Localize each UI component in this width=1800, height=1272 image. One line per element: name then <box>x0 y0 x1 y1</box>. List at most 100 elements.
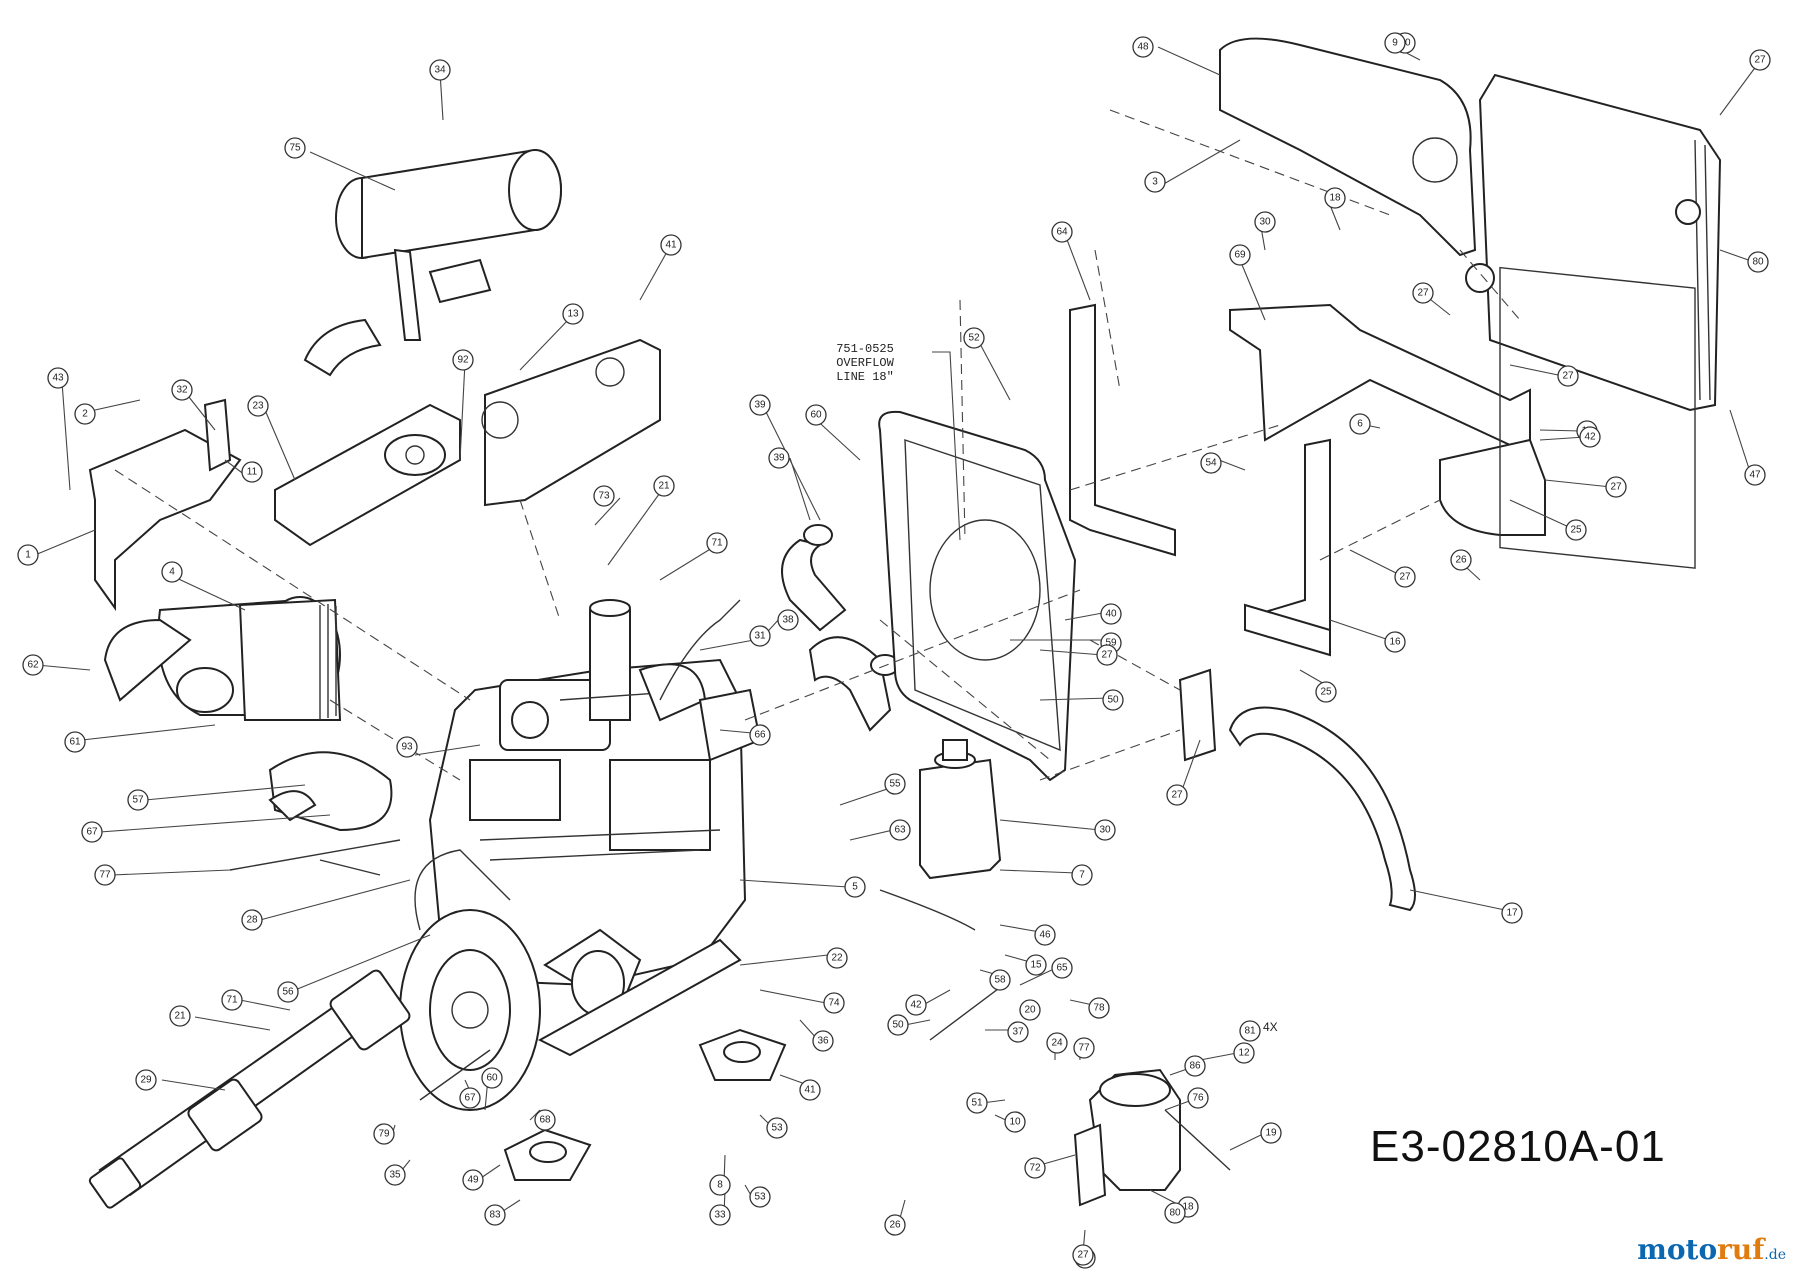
throttle-cable[interactable] <box>229 599 1011 1101</box>
callout-circle <box>1239 1020 1261 1042</box>
callout-c59: 3 <box>1144 171 1166 193</box>
callout-circle <box>1164 1202 1186 1224</box>
drive-shaft[interactable] <box>88 968 411 1209</box>
callout-circle <box>384 1164 406 1186</box>
callout-circle <box>799 1079 821 1101</box>
callout-circle <box>1034 924 1056 946</box>
muffler[interactable] <box>303 148 562 377</box>
callout-c9: 92 <box>452 349 474 371</box>
bracket-7[interactable] <box>1178 668 1217 762</box>
callout-c69: 54 <box>1200 452 1222 474</box>
callout-circle <box>74 403 96 425</box>
callout-c76: 16 <box>1384 631 1406 653</box>
callout-c12: 4 <box>161 561 183 583</box>
starter-motor[interactable] <box>543 928 642 1016</box>
top-shroud-plate[interactable] <box>1219 37 1477 257</box>
callout-c105: 80 <box>1164 1202 1186 1224</box>
callout-circle <box>1132 36 1154 58</box>
callout-circle <box>966 1092 988 1114</box>
callout-c92: 77 <box>1073 1037 1095 1059</box>
callout-label: 53 <box>771 1123 783 1134</box>
callout-c31: 74 <box>823 992 845 1014</box>
callout-circle <box>766 1117 788 1139</box>
callout-c10: 13 <box>562 303 584 325</box>
callout-c16: 67 <box>81 821 103 843</box>
air-intake-hose[interactable] <box>268 751 393 832</box>
callout-label: 56 <box>282 987 294 998</box>
callout-circle <box>22 654 44 676</box>
callout-c11: 41 <box>660 234 682 256</box>
callout-c98: 51 <box>966 1092 988 1114</box>
callout-circle <box>562 303 584 325</box>
callout-label: 29 <box>140 1075 152 1086</box>
callout-c46: 33 <box>709 1204 731 1226</box>
engine-mount-front[interactable] <box>698 1028 787 1081</box>
callout-circle <box>1384 32 1406 54</box>
radiator-support-bracket-right[interactable] <box>1244 438 1331 657</box>
callout-c84: 46 <box>1034 924 1056 946</box>
callout-circle <box>963 327 985 349</box>
air-cleaner[interactable] <box>103 596 342 721</box>
engine-mount-plate[interactable] <box>537 938 742 1057</box>
callout-circle <box>1233 1042 1255 1064</box>
callout-label: 27 <box>1171 790 1183 801</box>
callout-label: 27 <box>1077 1250 1089 1261</box>
callout-label: 13 <box>567 309 579 320</box>
callout-label: 12 <box>1238 1048 1250 1059</box>
callout-c83: 7 <box>1071 864 1093 886</box>
callout-circle <box>1254 211 1276 233</box>
callout-circle <box>1071 864 1093 886</box>
callout-label: 34 <box>434 65 446 76</box>
heat-shield-left[interactable] <box>88 398 242 612</box>
callout-c6: 11 <box>241 461 263 483</box>
muffler-bracket[interactable] <box>274 403 461 547</box>
callout-label: 2 <box>82 409 88 420</box>
callout-circle <box>1605 476 1627 498</box>
callout-label: 21 <box>658 481 670 492</box>
callout-label: 81 <box>1244 1026 1256 1037</box>
callout-circle <box>1315 681 1337 703</box>
callout-label: 72 <box>1029 1163 1041 1174</box>
callout-label: 15 <box>1030 960 1042 971</box>
engine-block[interactable] <box>428 599 762 987</box>
callout-c42: 35 <box>384 1164 406 1186</box>
fan-shroud[interactable] <box>878 410 1077 782</box>
callout-circle <box>221 989 243 1011</box>
callout-c64: 80 <box>1747 251 1769 273</box>
radiator-lower-shroud[interactable] <box>1229 303 1546 536</box>
callout-c86: 15 <box>1025 954 1047 976</box>
callout-c41: 79 <box>373 1123 395 1145</box>
fuel-filter[interactable] <box>1073 1068 1231 1207</box>
callout-label: 40 <box>1105 609 1117 620</box>
radiator[interactable] <box>1465 73 1722 569</box>
flywheel[interactable] <box>399 849 541 1111</box>
callout-label: 65 <box>1056 963 1068 974</box>
callout-circle <box>1260 1122 1282 1144</box>
callout-c26: 66 <box>749 724 771 746</box>
callout-label: 71 <box>226 995 238 1006</box>
lower-radiator-hose[interactable] <box>808 636 900 732</box>
callout-c22: 21 <box>653 475 675 497</box>
callout-c73: 25 <box>1565 519 1587 541</box>
callout-label: 78 <box>1093 1003 1105 1014</box>
callout-label: 64 <box>1056 227 1068 238</box>
engine-mount-rear[interactable] <box>503 1128 592 1181</box>
callout-circle <box>1088 997 1110 1019</box>
callout-label: 68 <box>539 1115 551 1126</box>
coolant-overflow-tank[interactable] <box>919 739 1002 880</box>
radiator-hose-long[interactable] <box>1228 706 1416 912</box>
callout-c44: 83 <box>484 1204 506 1226</box>
callout-circle <box>429 59 451 81</box>
callout-label: 67 <box>86 827 98 838</box>
callout-label: 86 <box>1189 1061 1201 1072</box>
callout-circle <box>247 395 269 417</box>
heat-shield-center[interactable] <box>481 338 661 507</box>
callout-label: 16 <box>1389 637 1401 648</box>
callout-c40: 68 <box>534 1109 556 1131</box>
callout-circle <box>823 992 845 1014</box>
upper-radiator-hose[interactable] <box>781 524 847 632</box>
callout-label: 50 <box>892 1020 904 1031</box>
radiator-support-bracket-left[interactable] <box>1069 303 1176 557</box>
callout-label: 51 <box>971 1098 983 1109</box>
note-line-3: LINE 18" <box>836 370 894 384</box>
